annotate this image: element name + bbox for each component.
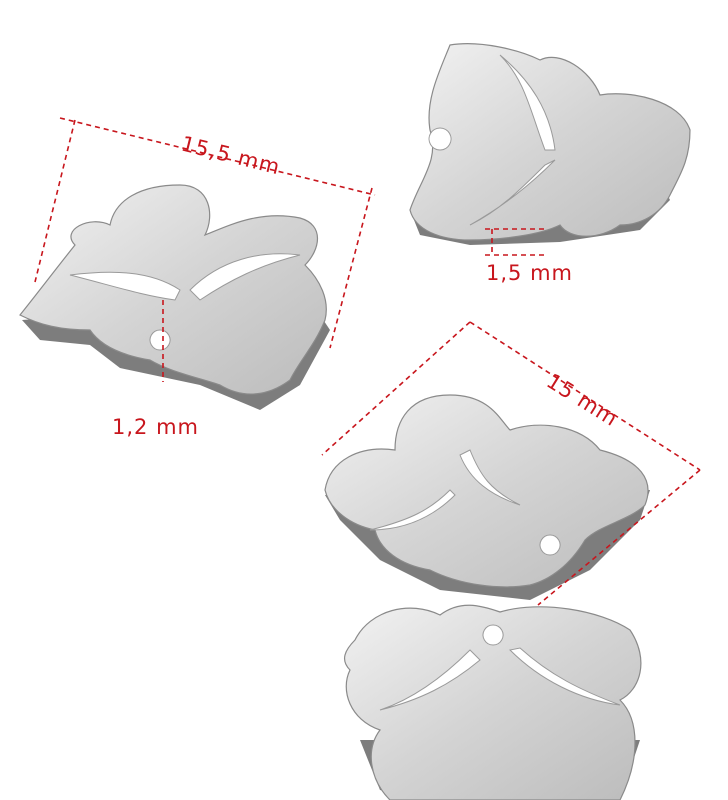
dimension-1-2mm: 1,2 mm xyxy=(112,300,199,439)
thickness-label: 1,5 mm xyxy=(486,261,573,285)
height-dimension-line xyxy=(469,321,701,471)
height-label: 15 mm xyxy=(542,369,622,431)
pendant-bottom-right xyxy=(343,604,642,800)
pendant-top-right xyxy=(409,43,691,245)
width-dimension-line xyxy=(59,117,376,196)
extension-line-right xyxy=(329,187,373,349)
pendant-middle-right xyxy=(324,394,650,600)
hole-label: 1,2 mm xyxy=(112,415,199,439)
dimension-1-5mm: 1,5 mm xyxy=(485,228,573,285)
extension-line-left xyxy=(34,119,76,283)
extension-line-upper xyxy=(321,321,471,456)
pendant-left xyxy=(19,184,330,410)
width-label: 15,5 mm xyxy=(179,132,283,180)
extension-line-lower xyxy=(537,469,701,606)
